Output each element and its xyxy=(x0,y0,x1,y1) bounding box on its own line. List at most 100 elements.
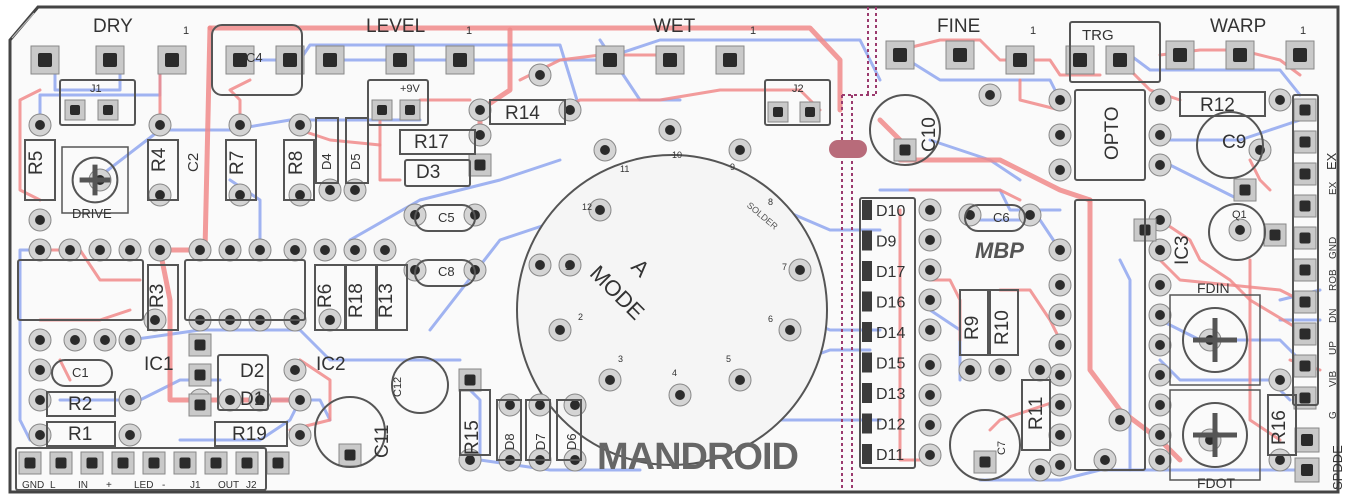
round-pad xyxy=(978,83,1002,107)
round-pad xyxy=(248,388,272,412)
square-pad xyxy=(468,153,492,177)
label-spdde: SPDDE xyxy=(1330,445,1345,490)
square-pad xyxy=(204,451,228,475)
label-c2: C2 xyxy=(185,153,202,172)
label-r6: R6 xyxy=(315,284,336,308)
label-r5: R5 xyxy=(26,151,47,175)
round-pad xyxy=(318,308,342,332)
square-pad xyxy=(1225,40,1255,70)
c4-body xyxy=(211,24,303,96)
brand-mandroid: MANDROID xyxy=(597,436,798,478)
round-pad xyxy=(1148,423,1172,447)
square-pad xyxy=(1165,40,1195,70)
rotary-pos-7: 7 xyxy=(782,262,787,272)
square-pad xyxy=(973,450,997,474)
round-pad xyxy=(28,358,52,382)
round-pad xyxy=(918,228,942,252)
square-pad xyxy=(49,451,73,475)
label-d15: D15 xyxy=(876,356,905,373)
label-c5: C5 xyxy=(438,210,455,225)
round-pad xyxy=(1048,393,1072,417)
c5-body xyxy=(414,204,476,232)
label-ic2: IC2 xyxy=(316,354,346,375)
bottom-pin-0: GND xyxy=(22,480,44,491)
round-pad xyxy=(1148,238,1172,262)
round-pad xyxy=(668,383,692,407)
rotary-pos-4: 4 xyxy=(672,368,677,378)
j1-frame xyxy=(59,79,136,126)
round-pad xyxy=(373,238,397,262)
rotary-pos-5: 5 xyxy=(726,354,731,364)
round-pad xyxy=(593,138,617,162)
label-d10: D10 xyxy=(876,203,905,220)
round-pad xyxy=(528,63,552,87)
label-r4: R4 xyxy=(149,147,170,172)
label-fdot: FDOT xyxy=(1197,475,1236,491)
drive-trimmer-frame xyxy=(61,146,129,214)
round-pad xyxy=(498,393,522,417)
square-pad xyxy=(458,368,482,392)
label-d14: D14 xyxy=(876,325,905,342)
right-pin-5: UP xyxy=(1328,341,1339,355)
round-pad xyxy=(1048,423,1072,447)
label-r15: R15 xyxy=(462,420,483,455)
q1-body xyxy=(1208,203,1266,261)
label-d6: D6 xyxy=(564,433,579,450)
label-dry: DRY xyxy=(93,16,133,37)
round-pad xyxy=(118,423,142,447)
round-pad xyxy=(188,238,212,262)
round-pad xyxy=(1048,238,1072,262)
bottom-header-frame xyxy=(15,447,267,491)
right-pin-2: GND xyxy=(1328,237,1339,259)
diode-column-frame xyxy=(859,197,916,469)
round-pad xyxy=(548,318,572,342)
round-pad xyxy=(283,358,307,382)
square-pad xyxy=(1293,162,1317,186)
label-d9: D9 xyxy=(876,234,897,251)
square-pad xyxy=(715,45,745,75)
d3-body xyxy=(404,159,471,187)
label-r13: R13 xyxy=(376,283,397,318)
label-c12: C12 xyxy=(392,377,404,397)
round-pad xyxy=(248,238,272,262)
label-r1: R1 xyxy=(68,424,92,445)
round-pad xyxy=(118,328,142,352)
round-pad xyxy=(28,113,52,137)
label-r9: R9 xyxy=(962,316,983,340)
square-pad xyxy=(655,45,685,75)
d2-d1-body xyxy=(217,354,269,411)
square-pad xyxy=(799,101,821,123)
round-pad xyxy=(598,368,622,392)
round-pad xyxy=(343,238,367,262)
square-pad xyxy=(595,45,625,75)
rotary-pos-3: 3 xyxy=(618,354,623,364)
j2-frame xyxy=(764,79,831,126)
label-d1: D1 xyxy=(240,389,264,410)
round-pad xyxy=(1048,123,1072,147)
trg-frame xyxy=(1069,21,1161,83)
undefined xyxy=(147,139,179,201)
round-pad xyxy=(283,238,307,262)
square-pad xyxy=(266,451,290,475)
label-r11: R11 xyxy=(1026,397,1047,430)
round-pad xyxy=(1248,138,1272,162)
label-c11: C11 xyxy=(372,425,393,458)
c1-body xyxy=(51,359,113,387)
round-pad xyxy=(468,98,492,122)
square-pad xyxy=(157,45,187,75)
label-d5: D5 xyxy=(348,153,363,170)
square-pad xyxy=(95,45,125,75)
label-level-pin1: 1 xyxy=(466,25,472,37)
round-pad xyxy=(148,183,172,207)
label-opto: OPTO xyxy=(1102,107,1123,161)
label-c10: C10 xyxy=(919,117,940,152)
round-pad xyxy=(313,238,337,262)
component-bodies xyxy=(15,21,1319,491)
label-c4: C4 xyxy=(246,50,263,65)
round-pad xyxy=(88,238,112,262)
square-pad xyxy=(893,138,917,162)
square-pad xyxy=(97,99,119,121)
c8-body xyxy=(414,259,476,287)
